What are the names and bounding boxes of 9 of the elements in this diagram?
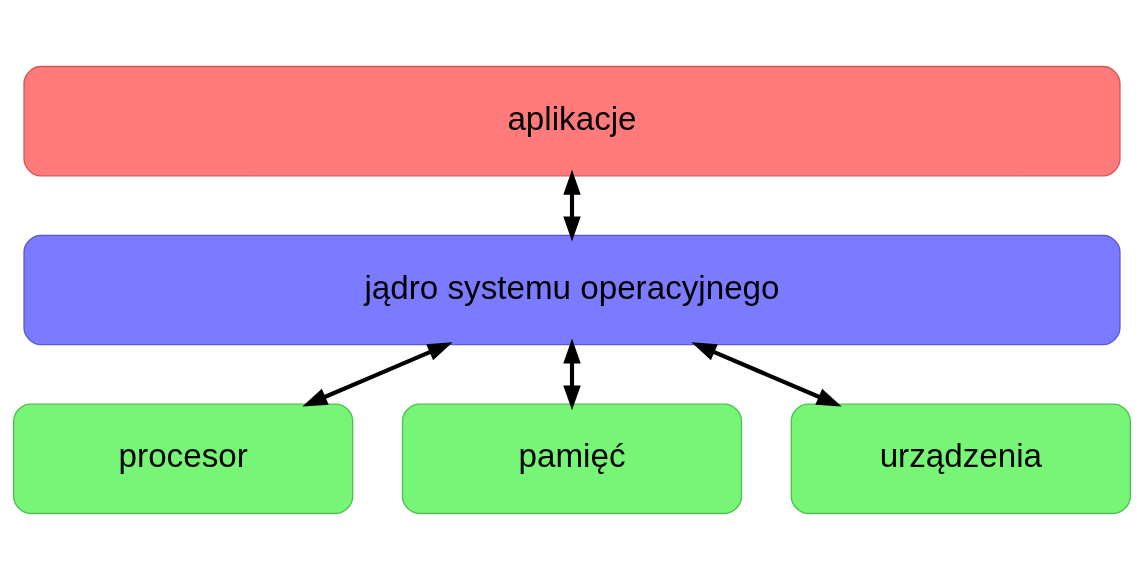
node-box: jądro systemu operacyjnego: [23, 234, 1121, 346]
arrow: [563, 338, 581, 411]
node-box: procesor: [13, 403, 354, 515]
arrow: [302, 342, 453, 407]
node-box: pamięć: [401, 403, 743, 515]
node-box: urządzenia: [790, 403, 1131, 515]
arrow: [691, 342, 842, 407]
arrow: [563, 169, 581, 242]
node-box: aplikacje: [23, 65, 1121, 177]
